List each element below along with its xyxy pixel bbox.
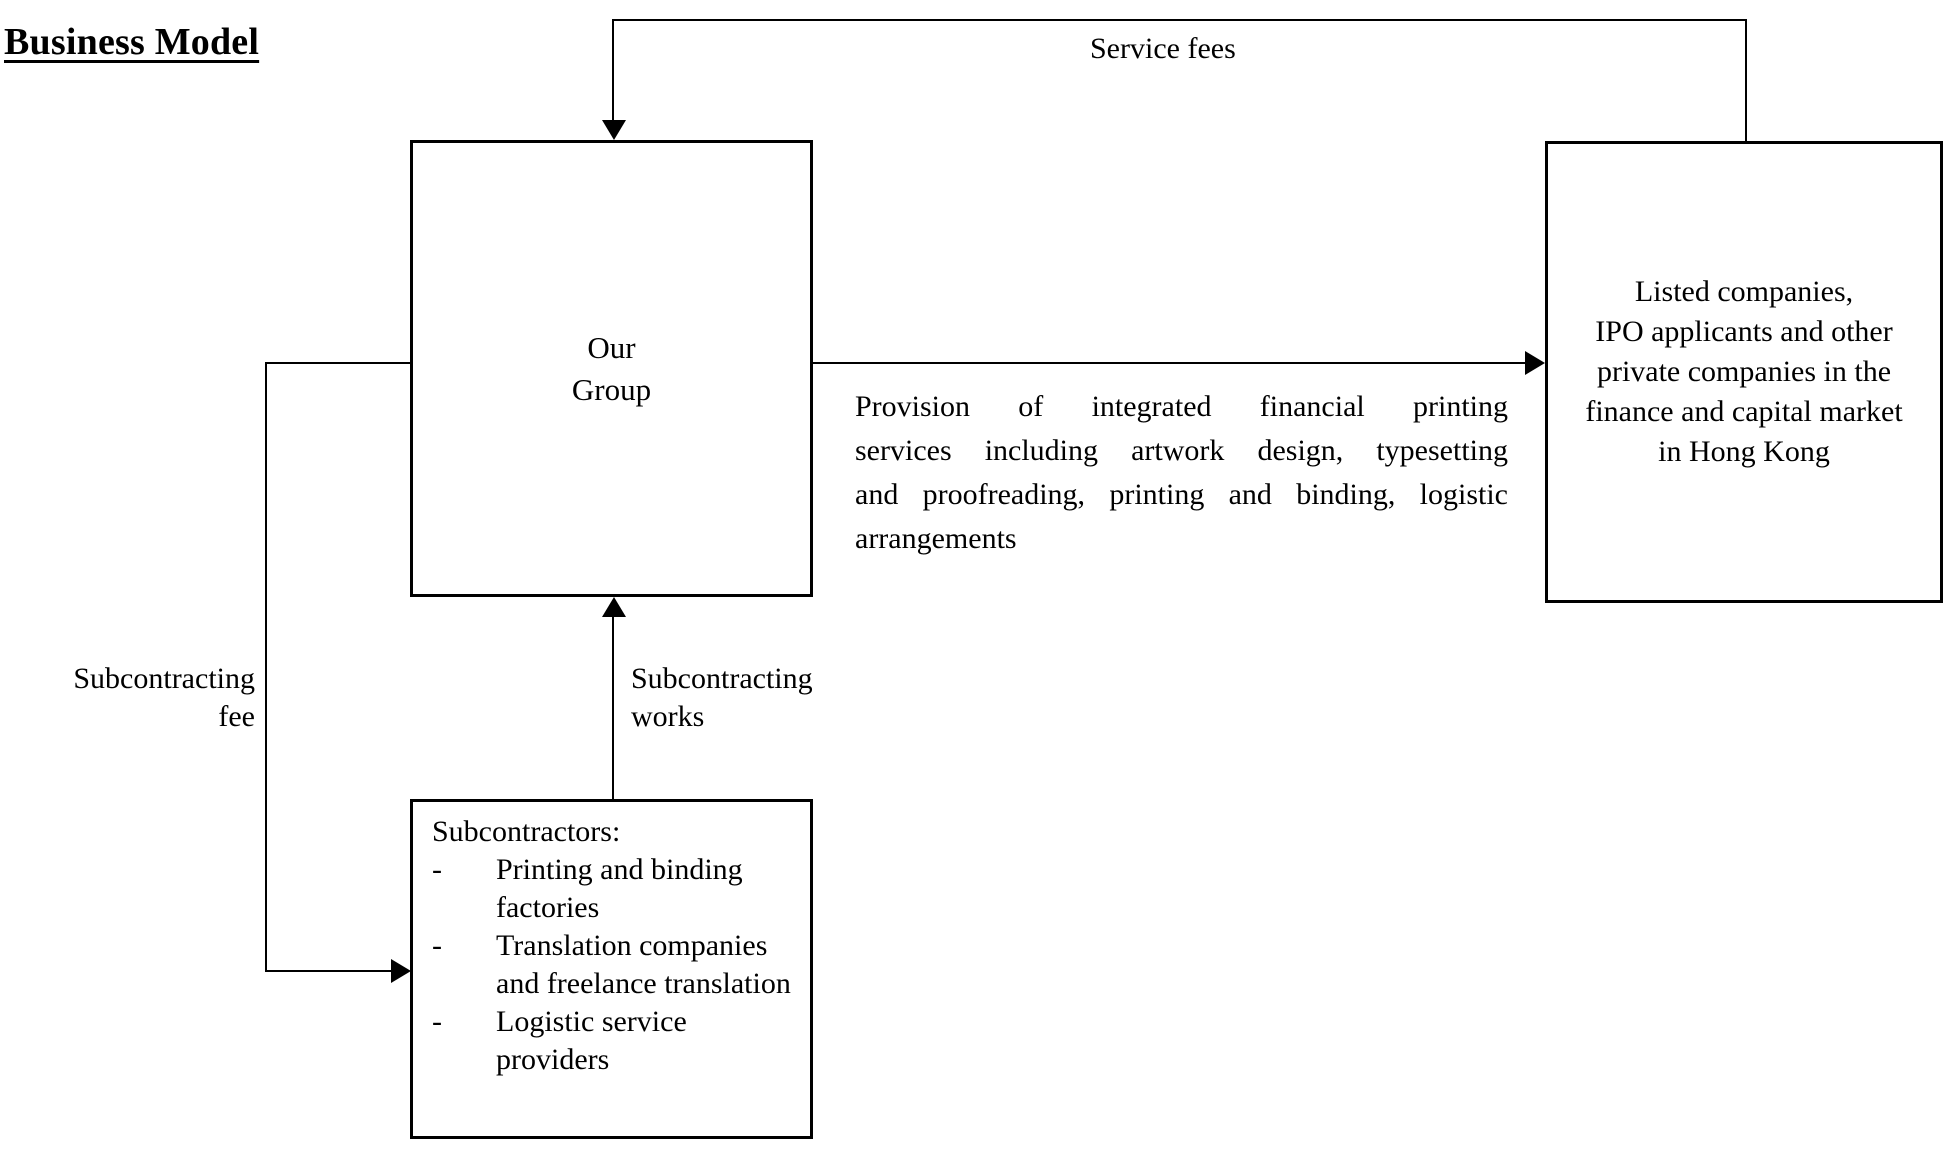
bullet-dash-icon: -: [432, 853, 442, 886]
subcontracting-works-line2: works: [631, 700, 705, 733]
service-fees-edge-vertical-right: [1745, 19, 1747, 142]
node-subcontractors-content: Subcontractors: - Printing and binding f…: [432, 813, 804, 1079]
list-item-text: Translation companies and freelance tran…: [496, 929, 791, 1000]
node-subcontractors-list: - Printing and binding factories - Trans…: [432, 851, 804, 1079]
node-our-group-line2: Group: [571, 371, 652, 407]
edge-label-provision: Provision of integrated financial printi…: [855, 385, 1508, 561]
provision-edge-line: [812, 362, 1527, 364]
node-our-group-text: Our Group: [413, 327, 810, 411]
node-our-group[interactable]: Our Group: [410, 140, 813, 597]
bullet-dash-icon: -: [432, 929, 442, 962]
subcontracting-fee-line1: Subcontracting: [73, 662, 255, 695]
subcontracting-works-edge-line: [612, 617, 614, 801]
provision-arrowhead-icon: [1525, 351, 1545, 375]
subcontracting-fee-line2: fee: [218, 700, 255, 733]
node-listed-companies-text: Listed companies, IPO applicants and oth…: [1550, 272, 1938, 472]
subcontracting-fee-edge-bottom: [265, 970, 393, 972]
edge-label-subcontracting-fee: Subcontracting fee: [0, 660, 255, 736]
service-fees-edge-horizontal: [612, 19, 1747, 21]
list-item-text: Printing and binding factories: [496, 853, 743, 924]
subcontracting-works-line1: Subcontracting: [631, 662, 813, 695]
list-item: - Printing and binding factories: [432, 851, 804, 927]
list-item-text: Logistic service providers: [496, 1005, 687, 1076]
node-our-group-line1: Our: [587, 329, 636, 365]
node-clients-line5: in Hong Kong: [1658, 435, 1830, 468]
page-title: Business Model: [4, 21, 260, 63]
node-clients-line1: Listed companies,: [1634, 275, 1854, 308]
subcontracting-fee-edge-top: [265, 362, 412, 364]
subcontracting-fee-arrowhead-icon: [391, 959, 411, 983]
edge-label-service-fees: Service fees: [1090, 32, 1236, 65]
service-fees-edge-vertical-left: [612, 19, 614, 123]
edge-label-subcontracting-works: Subcontracting works: [631, 660, 891, 736]
node-clients-line3: private companies in the: [1596, 355, 1892, 388]
provision-line4: arrangements: [855, 522, 1017, 555]
node-clients-line2: IPO applicants and other: [1595, 315, 1893, 348]
node-subcontractors-heading: Subcontractors:: [432, 815, 621, 848]
bullet-dash-icon: -: [432, 1005, 442, 1038]
subcontracting-works-arrowhead-icon: [602, 597, 626, 617]
provision-line3: and proofreading, printing and binding, …: [855, 478, 1508, 511]
node-clients-line4: finance and capital market: [1585, 395, 1903, 428]
list-item: - Translation companies and freelance tr…: [432, 927, 804, 1003]
provision-line2: services including artwork design, types…: [855, 434, 1508, 467]
node-listed-companies[interactable]: Listed companies, IPO applicants and oth…: [1545, 141, 1943, 603]
provision-line1: Provision of integrated financial printi…: [855, 390, 1508, 423]
subcontracting-fee-edge-vertical: [265, 362, 267, 971]
service-fees-arrowhead-icon: [602, 120, 626, 140]
list-item: - Logistic service providers: [432, 1003, 804, 1079]
node-subcontractors[interactable]: Subcontractors: - Printing and binding f…: [410, 799, 813, 1139]
